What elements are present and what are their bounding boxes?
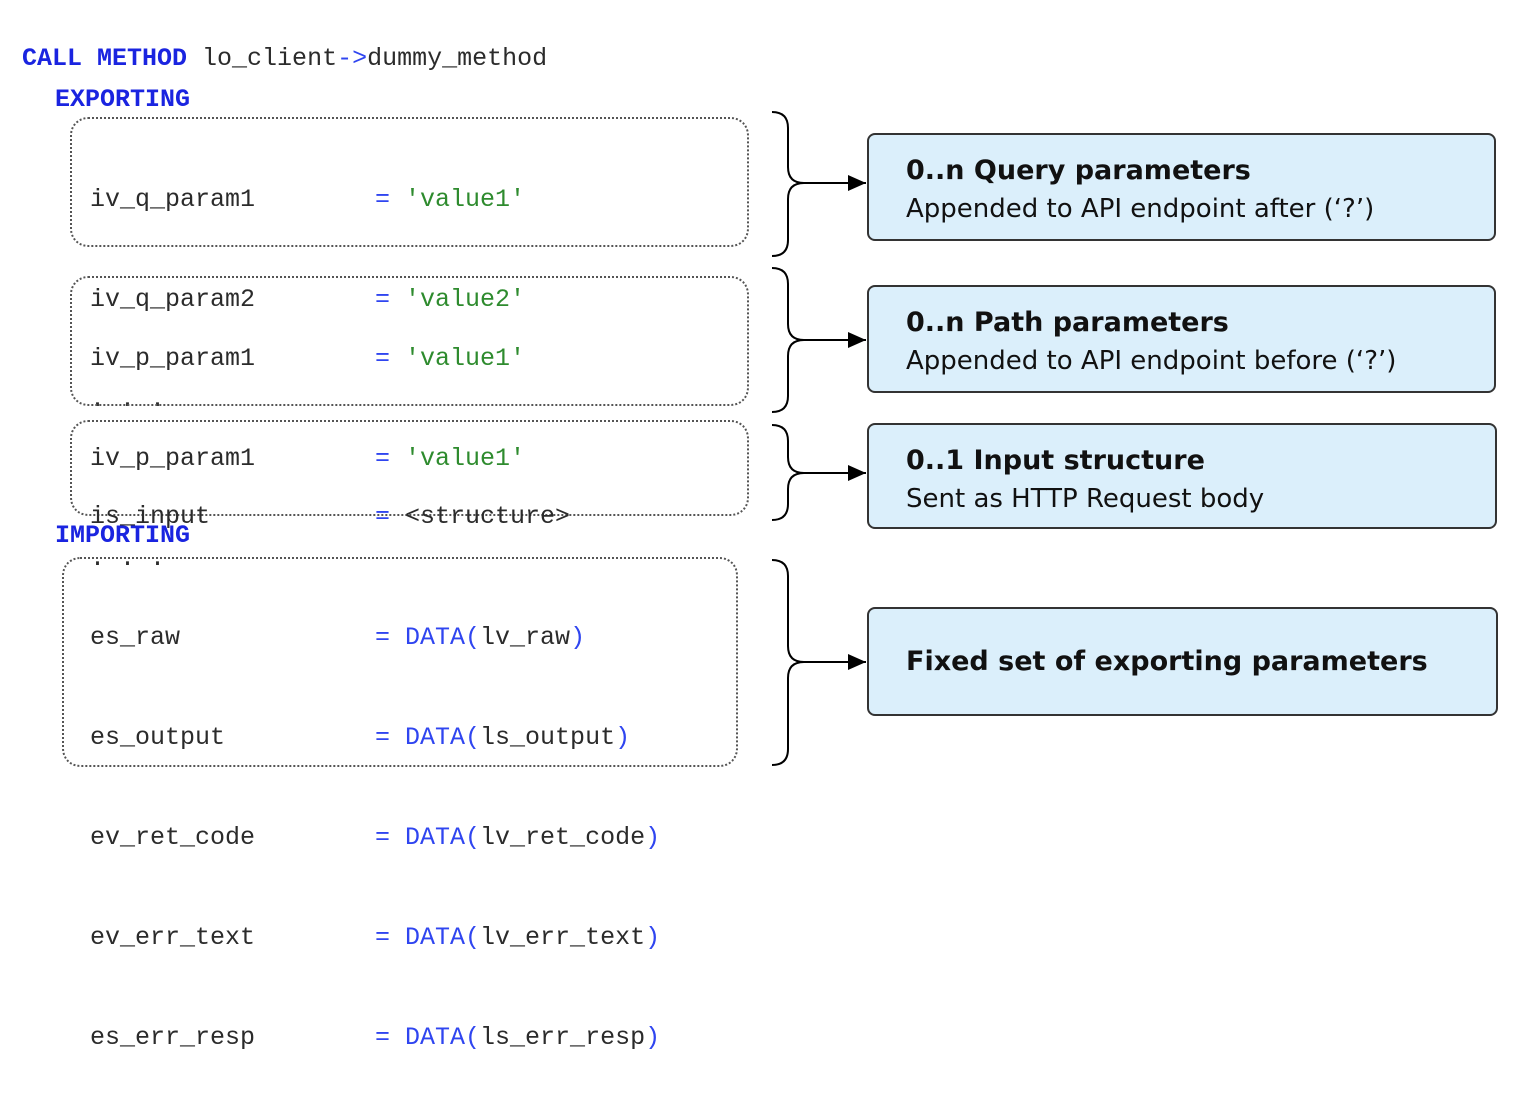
equals-sign: =: [375, 502, 391, 531]
param-value: 'value2': [405, 285, 526, 314]
param-value: 'value1': [405, 185, 526, 214]
variable-name: ls_err_resp: [480, 1023, 646, 1052]
param-row: ev_err_text = DATA(lv_err_text): [90, 923, 660, 963]
equals-sign: =: [375, 285, 391, 314]
param-name: iv_p_param1: [90, 444, 256, 473]
equals-sign: =: [375, 185, 391, 214]
param-value: 'value1': [405, 344, 526, 373]
callout-title: 0..n Path parameters: [906, 307, 1229, 338]
param-name: es_raw: [90, 623, 181, 652]
closing-paren: ): [645, 1023, 661, 1052]
data-function: DATA(: [405, 623, 481, 652]
param-row: iv_q_param2 = 'value2': [90, 285, 525, 325]
call-method-keyword: CALL METHOD: [22, 44, 188, 73]
brace-importing: [771, 559, 805, 766]
brace-path: [771, 267, 805, 413]
brace-input: [771, 424, 805, 521]
equals-sign: =: [375, 923, 391, 952]
query-params-rows: iv_q_param1 = 'value1' iv_q_param2 = 'valu…: [90, 125, 525, 455]
param-row: es_raw = DATA(lv_raw): [90, 623, 660, 663]
variable-name: ls_output: [480, 723, 616, 752]
callout-fixed-exporting: Fixed set of exporting parameters: [867, 607, 1498, 716]
data-function: DATA(: [405, 723, 481, 752]
equals-sign: =: [375, 344, 391, 373]
param-name: es_output: [90, 723, 226, 752]
object-name: lo_client: [202, 44, 338, 73]
equals-sign: =: [375, 823, 391, 852]
param-row: iv_p_param1 = 'value1': [90, 444, 525, 484]
param-name: ev_ret_code: [90, 823, 256, 852]
importing-params-box: [62, 557, 738, 767]
param-row: es_output = DATA(ls_output): [90, 723, 660, 763]
callout-description: Appended to API endpoint before (‘?’): [906, 346, 1397, 376]
param-name: iv_p_param1: [90, 344, 256, 373]
callout-description: Appended to API endpoint after (‘?’): [906, 194, 1375, 224]
method-name: dummy_method: [367, 44, 548, 73]
param-row: iv_q_param1 = 'value1': [90, 185, 525, 225]
param-row: is_input = <structure>: [90, 502, 570, 532]
param-row: ev_ret_code = DATA(lv_ret_code): [90, 823, 660, 863]
brace-connectors: [771, 111, 866, 766]
data-function: DATA(: [405, 1023, 481, 1052]
brace-query: [771, 111, 805, 257]
closing-paren: ): [645, 923, 661, 952]
callout-query-params: 0..n Query parameters Appended to API en…: [867, 133, 1496, 241]
closing-paren: ): [645, 823, 661, 852]
param-name: ev_err_text: [90, 923, 256, 952]
importing-keyword: IMPORTING: [55, 521, 191, 550]
equals-sign: =: [375, 723, 391, 752]
param-name: iv_q_param2: [90, 285, 256, 314]
ellipsis: . . .: [90, 385, 166, 414]
input-structure-box: [70, 420, 749, 516]
exporting-keyword: EXPORTING: [55, 85, 191, 114]
callout-description: Sent as HTTP Request body: [906, 484, 1265, 514]
query-params-box: [70, 117, 749, 247]
variable-name: lv_raw: [480, 623, 571, 652]
equals-sign: =: [375, 444, 391, 473]
param-name: es_err_resp: [90, 1023, 256, 1052]
path-params-rows: iv_p_param1 = 'value1' iv_p_param1 = 'valu…: [90, 284, 525, 614]
callout-title: 0..n Query parameters: [906, 155, 1251, 186]
callout-path-params: 0..n Path parameters Appended to API end…: [867, 285, 1496, 393]
data-function: DATA(: [405, 923, 481, 952]
path-params-box: [70, 276, 749, 406]
variable-name: lv_err_text: [480, 923, 646, 952]
callout-title: 0..1 Input structure: [906, 445, 1205, 476]
closing-paren: ): [570, 623, 586, 652]
param-value: <structure>: [405, 502, 571, 531]
param-value: 'value1': [405, 444, 526, 473]
param-name: is_input: [90, 502, 211, 531]
arrow-operator: ->: [337, 44, 368, 73]
equals-sign: =: [375, 623, 391, 652]
variable-name: lv_ret_code: [480, 823, 646, 852]
closing-paren: ): [615, 723, 631, 752]
callout-title: Fixed set of exporting parameters: [906, 645, 1428, 677]
equals-sign: =: [375, 1023, 391, 1052]
param-row: es_err_resp = DATA(ls_err_resp): [90, 1023, 660, 1063]
param-name: iv_q_param1: [90, 185, 256, 214]
data-function: DATA(: [405, 823, 481, 852]
callout-input-structure: 0..1 Input structure Sent as HTTP Reques…: [867, 423, 1497, 529]
input-structure-rows: is_input = <structure>: [90, 442, 570, 562]
method-call-line: CALL METHOD lo_client->dummy_method: [22, 44, 547, 74]
param-row: iv_p_param1 = 'value1': [90, 344, 525, 384]
